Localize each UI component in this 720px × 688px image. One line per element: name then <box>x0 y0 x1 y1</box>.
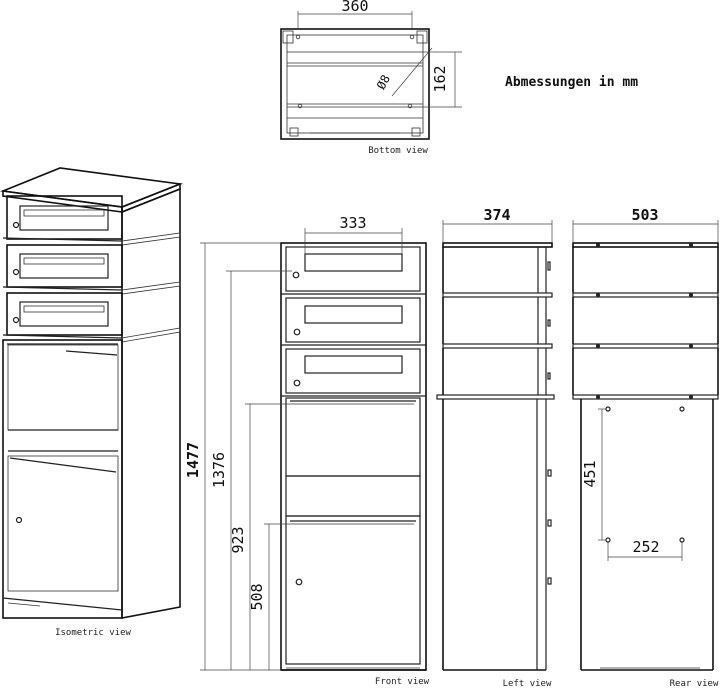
left-view: 374 Left view <box>436 206 555 688</box>
dim-height-first-box: 1376 <box>210 452 228 488</box>
rear-view: 451 252 503 Rear view <box>572 206 719 688</box>
front-view: 333 1477 1376 923 508 Front view <box>184 214 430 687</box>
isometric-view: Isometric view <box>0 167 184 638</box>
dim-rear-width: 503 <box>631 206 658 224</box>
caption-left-view: Left view <box>503 679 552 688</box>
dim-hole-diameter: Ø8 <box>374 72 393 91</box>
dim-total-height: 1477 <box>184 442 202 478</box>
caption-rear-view: Rear view <box>670 679 719 688</box>
dim-left-depth: 374 <box>483 206 510 224</box>
dim-front-width: 333 <box>339 214 366 232</box>
bottom-view: 360 162 Ø8 Bottom view <box>280 0 462 156</box>
dim-height-upper-door: 923 <box>229 526 247 553</box>
dim-height-lower-door: 508 <box>248 583 266 610</box>
dim-bottom-depth: 162 <box>431 65 449 92</box>
drawing-title: Abmessungen in mm <box>505 75 638 90</box>
caption-isometric-view: Isometric view <box>55 628 131 638</box>
dim-rear-hole-vertical: 451 <box>581 460 599 487</box>
dim-bottom-width: 360 <box>341 0 368 15</box>
caption-bottom-view: Bottom view <box>368 146 428 156</box>
dim-rear-hole-horizontal: 252 <box>632 538 659 556</box>
caption-front-view: Front view <box>375 677 430 687</box>
